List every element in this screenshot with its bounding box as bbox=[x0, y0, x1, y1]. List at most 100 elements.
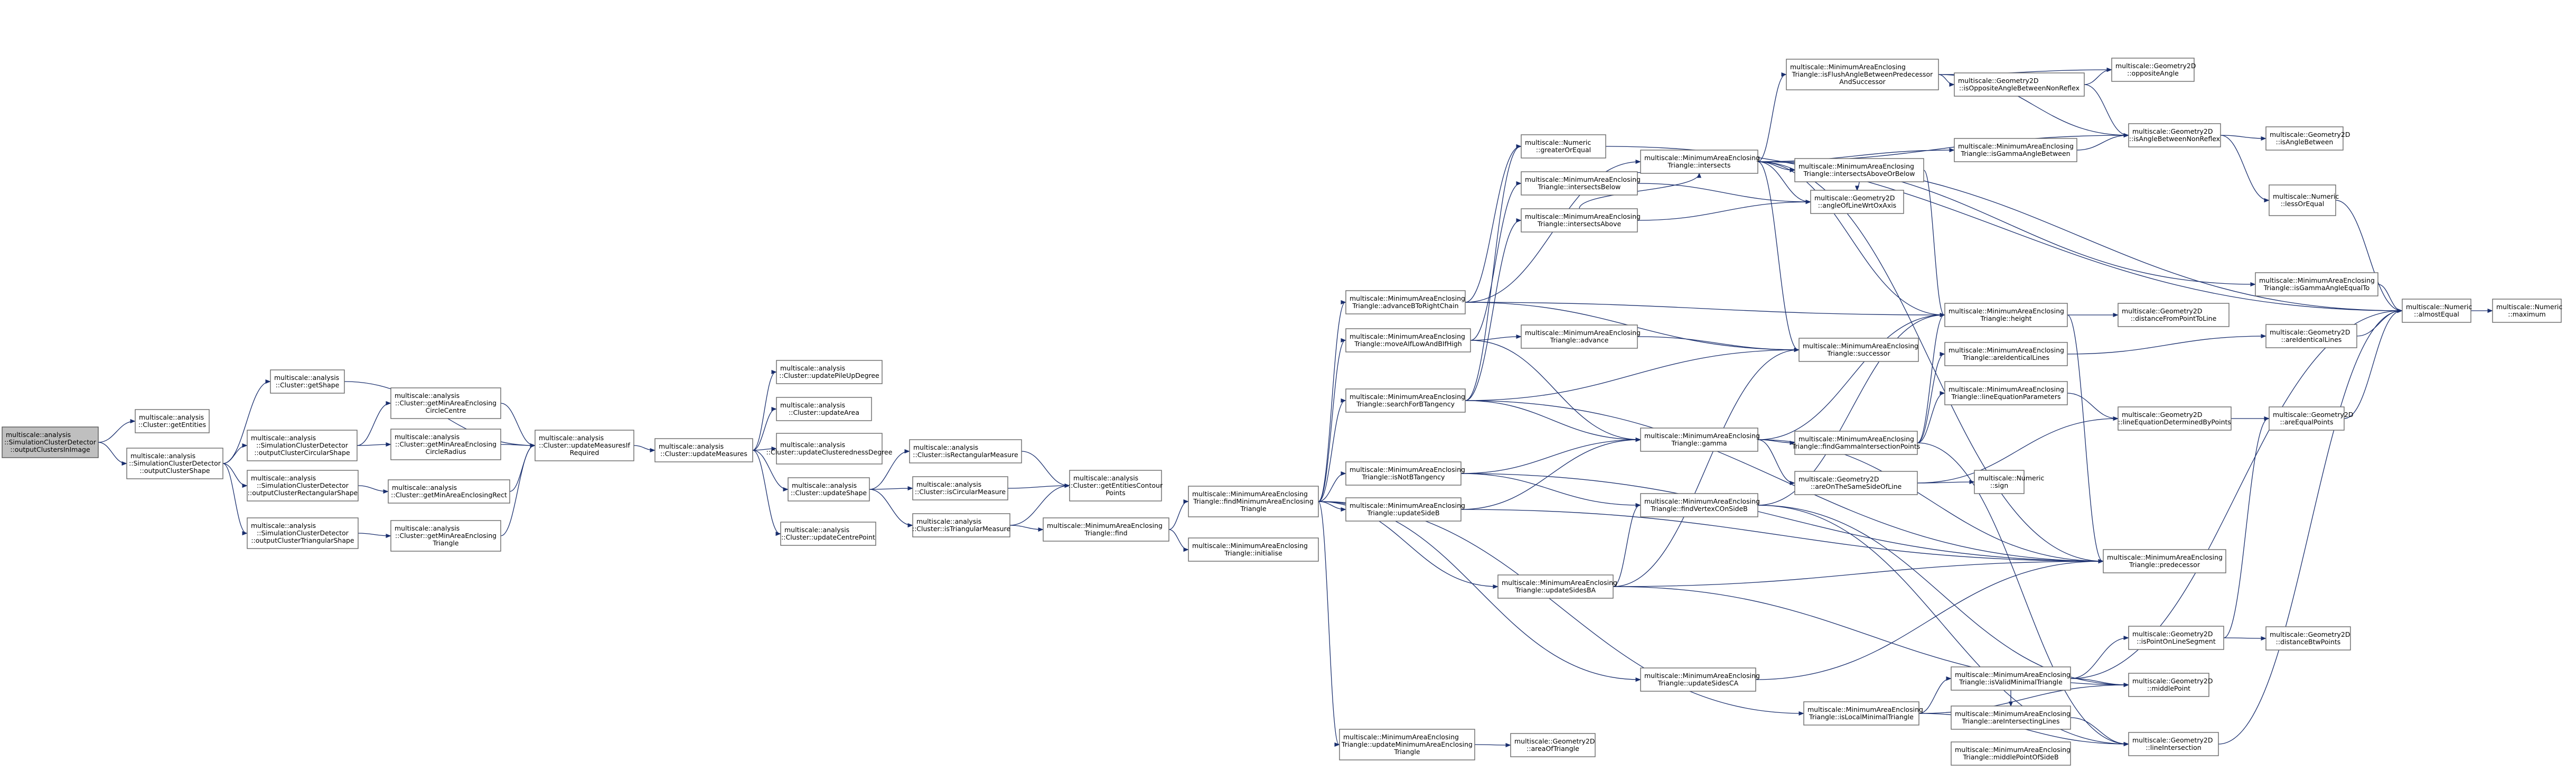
graph-node-isLocalMin[interactable]: multiscale::MinimumAreaEnclosingTriangle… bbox=[1803, 701, 1923, 726]
graph-node-isRect[interactable]: multiscale::analysis::Cluster::isRectang… bbox=[909, 439, 1022, 463]
graph-node-isTri[interactable]: multiscale::analysis::Cluster::isTriangu… bbox=[912, 513, 1011, 537]
graph-node-outRect[interactable]: multiscale::analysis::SimulationClusterD… bbox=[247, 470, 359, 502]
graph-node-label: multiscale::MinimumAreaEnclosing bbox=[1502, 579, 1617, 587]
graph-node-box bbox=[247, 470, 359, 502]
graph-node-outCircular[interactable]: multiscale::analysis::SimulationClusterD… bbox=[247, 430, 358, 461]
graph-node-updateIfReq[interactable]: multiscale::analysis::Cluster::updateMea… bbox=[535, 430, 634, 461]
graph-node-updMinTri[interactable]: multiscale::MinimumAreaEnclosingTriangle… bbox=[1339, 729, 1475, 760]
graph-node-getEntities[interactable]: multiscale::analysis::Cluster::getEntiti… bbox=[135, 409, 210, 433]
graph-node-root[interactable]: multiscale::analysis::SimulationClusterD… bbox=[2, 426, 99, 458]
graph-node-find[interactable]: multiscale::MinimumAreaEnclosingTriangle… bbox=[1043, 517, 1169, 542]
graph-node-predecessor[interactable]: multiscale::MinimumAreaEnclosingTriangle… bbox=[2103, 549, 2226, 573]
graph-node-sameSide[interactable]: multiscale::Geometry2D::areOnTheSameSide… bbox=[1794, 471, 1918, 495]
graph-node-getShape[interactable]: multiscale::analysis::Cluster::getShape bbox=[270, 369, 345, 394]
graph-node-box bbox=[1521, 134, 1606, 159]
graph-node-isFlush[interactable]: multiscale::MinimumAreaEnclosingTriangle… bbox=[1786, 59, 1939, 90]
graph-node-box bbox=[1521, 171, 1638, 196]
graph-node-lineEqParams[interactable]: multiscale::MinimumAreaEnclosingTriangle… bbox=[1944, 381, 2068, 405]
graph-node-initialise[interactable]: multiscale::MinimumAreaEnclosingTriangle… bbox=[1188, 537, 1319, 562]
graph-node-advRight[interactable]: multiscale::MinimumAreaEnclosingTriangle… bbox=[1345, 290, 1466, 314]
graph-node-areIdentical[interactable]: multiscale::MinimumAreaEnclosingTriangle… bbox=[1944, 342, 2068, 366]
graph-node-box bbox=[2103, 549, 2226, 573]
graph-node-box bbox=[1810, 190, 1904, 214]
graph-node-almostEqual[interactable]: multiscale::Numeric::almostEqual bbox=[2402, 299, 2472, 323]
graph-node-updateShape[interactable]: multiscale::analysis::Cluster::updateSha… bbox=[788, 477, 870, 502]
graph-node-outTri[interactable]: multiscale::analysis::SimulationClusterD… bbox=[247, 517, 359, 549]
graph-node-midPtSideB[interactable]: multiscale::MinimumAreaEnclosingTriangle… bbox=[1951, 741, 2071, 766]
graph-node-angleOfLine[interactable]: multiscale::Geometry2D::angleOfLineWrtOx… bbox=[1810, 190, 1904, 214]
graph-node-areaOfTri[interactable]: multiscale::Geometry2D::areaOfTriangle bbox=[1510, 733, 1596, 757]
graph-edge-updSidesBA-to-predecessor bbox=[1613, 561, 2103, 587]
graph-node-oppositeAngle[interactable]: multiscale::Geometry2D::oppositeAngle bbox=[2111, 58, 2196, 82]
graph-node-circCentre[interactable]: multiscale::analysis::Cluster::getMinAre… bbox=[390, 387, 501, 419]
graph-node-label: Triangle::lineEquationParameters bbox=[1951, 393, 2061, 401]
graph-node-findVertex[interactable]: multiscale::MinimumAreaEnclosingTriangle… bbox=[1640, 493, 1760, 517]
graph-node-areIntLines[interactable]: multiscale::MinimumAreaEnclosingTriangle… bbox=[1951, 705, 2071, 730]
graph-node-areEqualPoints[interactable]: multiscale::Geometry2D::areEqualPoints bbox=[2269, 406, 2353, 431]
graph-node-lineEqByPoints[interactable]: multiscale::Geometry2D::lineEquationDete… bbox=[2118, 406, 2232, 431]
graph-node-box bbox=[1794, 471, 1918, 495]
graph-edge-intersects-to-successor bbox=[1757, 161, 1798, 350]
graph-node-isNotB[interactable]: multiscale::MinimumAreaEnclosingTriangle… bbox=[1345, 461, 1465, 486]
graph-node-distFromPoint[interactable]: multiscale::Geometry2D::distanceFromPoin… bbox=[2118, 303, 2230, 327]
graph-node-isAngleBetween[interactable]: multiscale::Geometry2D::isAngleBetween bbox=[2265, 126, 2350, 151]
graph-node-lineIntersection[interactable]: multiscale::Geometry2D::lineIntersection bbox=[2128, 732, 2219, 756]
graph-node-box bbox=[390, 429, 501, 460]
graph-node-isGammaEqual[interactable]: multiscale::MinimumAreaEnclosingTriangle… bbox=[2255, 272, 2378, 296]
graph-node-findMin[interactable]: multiscale::MinimumAreaEnclosingTriangle… bbox=[1188, 486, 1319, 517]
graph-node-label: ::oppositeAngle bbox=[2127, 69, 2179, 77]
graph-node-isCirc[interactable]: multiscale::analysis::Cluster::isCircula… bbox=[912, 476, 1008, 500]
graph-node-updateClust[interactable]: multiscale::analysis::Cluster::updateClu… bbox=[766, 433, 893, 465]
graph-node-findGamma[interactable]: multiscale::MinimumAreaEnclosingTriangle… bbox=[1792, 431, 1921, 455]
graph-node-searchTang[interactable]: multiscale::MinimumAreaEnclosingTriangle… bbox=[1345, 388, 1466, 413]
graph-node-updSideB[interactable]: multiscale::MinimumAreaEnclosingTriangle… bbox=[1345, 497, 1465, 522]
graph-edge-find-to-initialise bbox=[1168, 529, 1188, 550]
graph-node-advance[interactable]: multiscale::MinimumAreaEnclosingTriangle… bbox=[1521, 324, 1641, 349]
graph-node-encTri[interactable]: multiscale::analysis::Cluster::getMinAre… bbox=[390, 520, 501, 552]
graph-node-updSidesCA[interactable]: multiscale::MinimumAreaEnclosingTriangle… bbox=[1640, 667, 1760, 692]
graph-node-outputClusterShape[interactable]: multiscale::analysis::SimulationClusterD… bbox=[126, 448, 223, 479]
graph-node-moveAIf[interactable]: multiscale::MinimumAreaEnclosingTriangle… bbox=[1345, 328, 1471, 352]
graph-node-lessEq[interactable]: multiscale::Numeric::lessOrEqual bbox=[2269, 184, 2339, 216]
graph-node-isOppNotReflex[interactable]: multiscale::Geometry2D::isOppositeAngleB… bbox=[1954, 72, 2085, 97]
graph-node-label: Triangle::height bbox=[1980, 314, 2031, 322]
graph-edge-searchTang-to-intAbove bbox=[1465, 220, 1521, 401]
graph-node-encRect[interactable]: multiscale::analysis::Cluster::getMinAre… bbox=[388, 479, 510, 504]
graph-node-height[interactable]: multiscale::MinimumAreaEnclosingTriangle… bbox=[1944, 303, 2068, 327]
graph-node-label: multiscale::analysis bbox=[659, 442, 724, 450]
graph-node-label: multiscale::Geometry2D bbox=[2122, 411, 2202, 419]
graph-node-isGammaBetween[interactable]: multiscale::MinimumAreaEnclosingTriangle… bbox=[1954, 138, 2077, 162]
graph-node-distBtw[interactable]: multiscale::Geometry2D::distanceBtwPoint… bbox=[2265, 626, 2351, 651]
graph-node-box bbox=[2111, 58, 2195, 82]
graph-node-maximum[interactable]: multiscale::Numeric::maximum bbox=[2492, 299, 2562, 323]
graph-node-label: ::isOppositeAngleBetweenNonReflex bbox=[1959, 84, 2079, 92]
graph-node-updatePile[interactable]: multiscale::analysis::Cluster::updatePil… bbox=[776, 360, 883, 384]
graph-node-isValidMin[interactable]: multiscale::MinimumAreaEnclosingTriangle… bbox=[1951, 666, 2071, 691]
graph-node-sign[interactable]: multiscale::Numeric::sign bbox=[1974, 470, 2044, 494]
graph-node-isPointOnSeg[interactable]: multiscale::Geometry2D::isPointOnLineSeg… bbox=[2128, 626, 2224, 650]
graph-node-gamma[interactable]: multiscale::MinimumAreaEnclosingTriangle… bbox=[1640, 428, 1760, 452]
graph-node-greater[interactable]: multiscale::Numeric::greaterOrEqual bbox=[1521, 134, 1606, 159]
graph-node-label: ::isAngleBetween bbox=[2276, 138, 2334, 146]
graph-node-box bbox=[1345, 290, 1466, 314]
graph-node-geoIdentical[interactable]: multiscale::Geometry2D::areIdenticalLine… bbox=[2265, 324, 2357, 348]
graph-node-intAbove[interactable]: multiscale::MinimumAreaEnclosingTriangle… bbox=[1521, 208, 1641, 233]
graph-node-updSidesBA[interactable]: multiscale::MinimumAreaEnclosingTriangle… bbox=[1497, 574, 1617, 599]
graph-node-label: ::outputClustersInImage bbox=[10, 445, 90, 453]
graph-node-label: ::lineIntersection bbox=[2146, 744, 2201, 751]
graph-edge-isPointOnSeg-to-areEqualPoints bbox=[2223, 419, 2269, 638]
graph-node-updateMeasures[interactable]: multiscale::analysis::Cluster::updateMea… bbox=[654, 438, 753, 462]
graph-node-intersects[interactable]: multiscale::MinimumAreaEnclosingTriangle… bbox=[1640, 150, 1760, 174]
graph-node-updateCentre[interactable]: multiscale::analysis::Cluster::updateCen… bbox=[780, 522, 876, 546]
graph-node-label: Triangle bbox=[1393, 748, 1420, 756]
graph-node-isAngleNonReflex[interactable]: multiscale::Geometry2D::isAngleBetweenNo… bbox=[2128, 123, 2221, 147]
graph-node-middlePoint[interactable]: multiscale::Geometry2D::middlePoint bbox=[2128, 673, 2213, 697]
graph-node-successor[interactable]: multiscale::MinimumAreaEnclosingTriangle… bbox=[1798, 338, 1919, 362]
graph-edge-searchTang-to-successor bbox=[1465, 350, 1798, 401]
graph-node-intBelow[interactable]: multiscale::MinimumAreaEnclosingTriangle… bbox=[1521, 171, 1641, 196]
graph-node-contour[interactable]: multiscale::analysis::Cluster::getEntiti… bbox=[1069, 470, 1163, 502]
graph-node-label: Triangle::successor bbox=[1826, 349, 1890, 357]
graph-node-circRadius[interactable]: multiscale::analysis::Cluster::getMinAre… bbox=[390, 429, 501, 460]
graph-node-updateArea[interactable]: multiscale::analysis::Cluster::updateAre… bbox=[776, 397, 872, 421]
graph-node-intAboveOrBelow[interactable]: multiscale::MinimumAreaEnclosingTriangle… bbox=[1794, 158, 1924, 182]
